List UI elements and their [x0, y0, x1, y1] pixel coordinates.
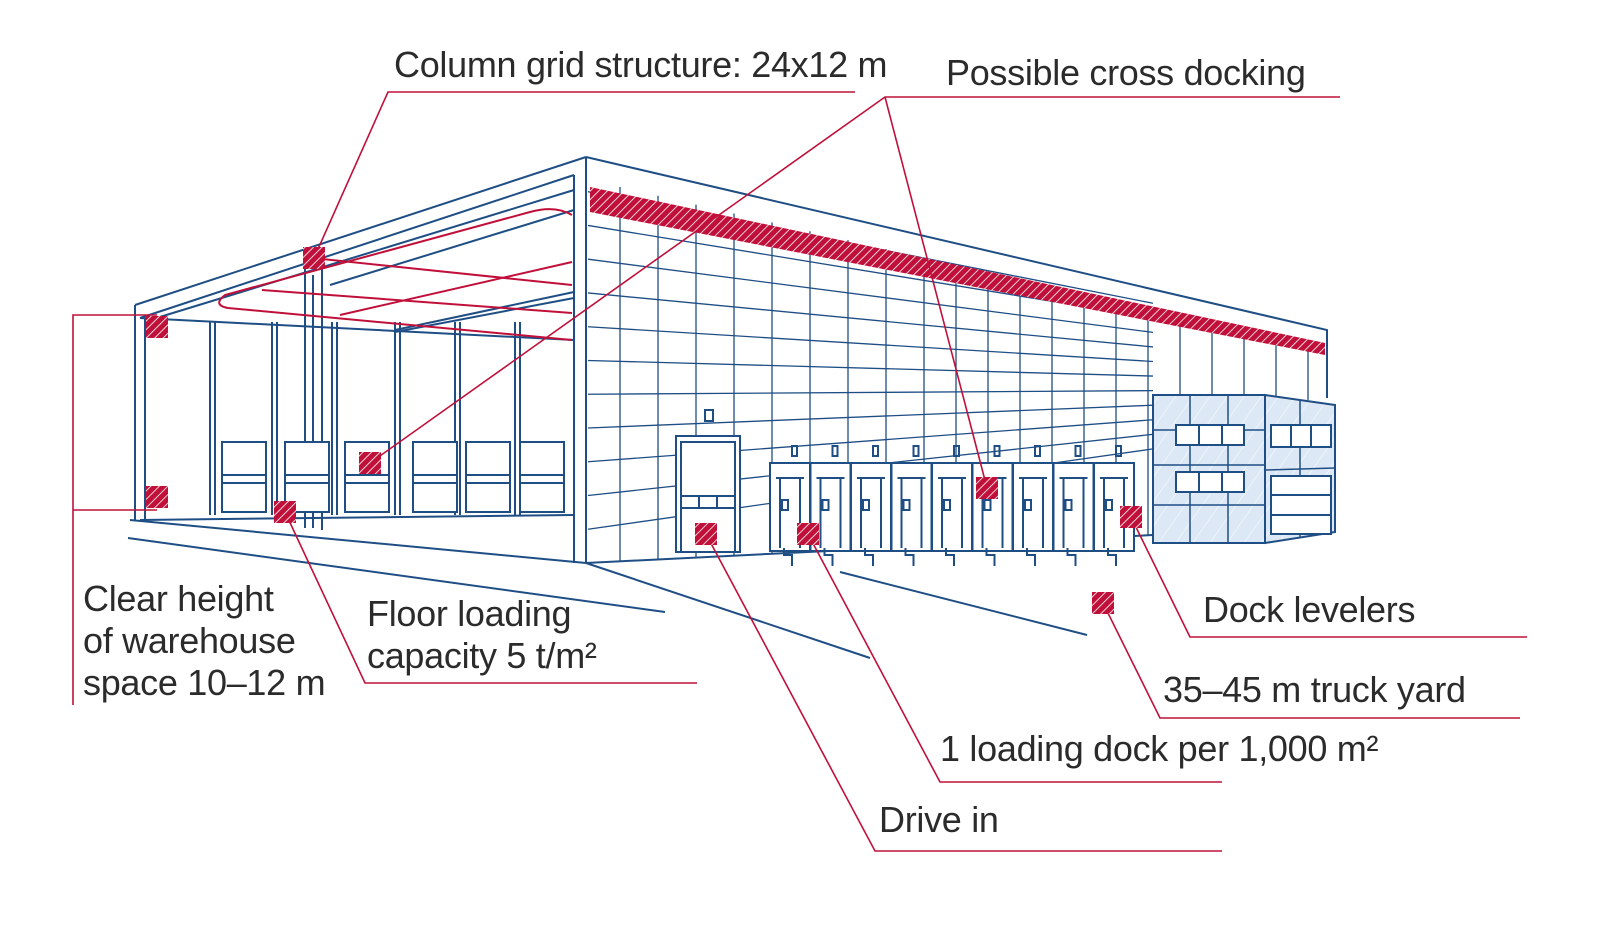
- dock-leveler: [1026, 548, 1036, 566]
- dock-sign: [1024, 499, 1032, 511]
- dock-sign: [821, 499, 830, 511]
- wall-panel-line: [587, 292, 1154, 348]
- label-line: Floor loading: [367, 593, 572, 634]
- dock-light: [791, 445, 798, 457]
- dock-shelter: [890, 462, 933, 552]
- dock-leveler: [823, 548, 834, 566]
- label-line: space 10–12 m: [83, 662, 326, 703]
- dock-shelter: [1052, 462, 1095, 552]
- label-clear-height: Clear height of warehouse space 10–12 m: [83, 578, 326, 704]
- canopy-dock-door: [519, 441, 565, 513]
- dock-leveler: [1066, 548, 1077, 566]
- label-line: of warehouse: [83, 620, 296, 661]
- label-line: Clear height: [83, 578, 274, 619]
- label-floor-loading: Floor loading capacity 5 t/m²: [367, 593, 597, 677]
- dock-leveler: [904, 548, 915, 566]
- dock-leveler: [1107, 548, 1117, 566]
- wall-panel-line: [587, 419, 1154, 463]
- dock-sign: [1064, 499, 1073, 511]
- roof-band: [590, 187, 1325, 355]
- dock-light: [831, 445, 839, 457]
- leader-lines: [72, 91, 1527, 852]
- label-loading-dock: 1 loading dock per 1,000 m²: [940, 728, 1379, 769]
- wall-panel-line: [587, 326, 1154, 363]
- wall-panel-line: [587, 359, 1154, 377]
- canopy-dock-door: [412, 441, 458, 513]
- ceiling-grid: [218, 208, 573, 341]
- label-drive-in: Drive in: [879, 799, 999, 840]
- dock-sign: [902, 499, 911, 511]
- building-structure: [127, 156, 1336, 659]
- hatched-marker: [146, 316, 168, 338]
- dock-light: [993, 445, 1001, 457]
- dock-leveler: [783, 548, 793, 566]
- hatched-marker: [797, 523, 819, 545]
- dock-sign: [781, 499, 789, 511]
- hatched-marker: [146, 486, 168, 508]
- label-cross-docking: Possible cross docking: [946, 52, 1306, 93]
- canopy-dock-door: [221, 441, 267, 513]
- hatched-marker: [695, 523, 717, 545]
- feature-markers: [146, 247, 1142, 614]
- dock-light: [872, 445, 879, 457]
- dock-light: [1074, 445, 1082, 457]
- dock-shelter: [931, 462, 973, 552]
- dock-shelter: [1012, 462, 1054, 552]
- dock-sign: [862, 499, 870, 511]
- dock-leveler: [985, 548, 996, 566]
- wall-panel-line: [587, 404, 1154, 429]
- hatched-marker: [274, 501, 296, 523]
- hatched-marker: [303, 247, 325, 269]
- dock-light: [912, 445, 920, 457]
- hatched-marker: [359, 452, 381, 474]
- dock-shelter: [971, 462, 1014, 552]
- label-column-grid: Column grid structure: 24x12 m: [394, 44, 888, 85]
- dock-sign: [983, 499, 992, 511]
- dock-sign: [943, 499, 951, 511]
- canopy-dock-door: [465, 441, 511, 513]
- canopy-dock-door: [284, 441, 330, 513]
- dock-light: [953, 445, 960, 457]
- dock-sign: [1105, 499, 1113, 511]
- hatched-marker: [976, 477, 998, 499]
- dock-shelter: [850, 462, 892, 552]
- wall-panel-line: [587, 389, 1154, 395]
- dock-light: [1034, 445, 1041, 457]
- label-line: capacity 5 t/m²: [367, 635, 597, 676]
- dock-leveler: [945, 548, 955, 566]
- label-dock-levelers: Dock levelers: [1203, 589, 1416, 630]
- hatched-marker: [1092, 592, 1114, 614]
- dock-leveler: [864, 548, 874, 566]
- dock-light: [1115, 445, 1122, 457]
- label-truck-yard: 35–45 m truck yard: [1163, 669, 1466, 710]
- hatched-marker: [1120, 506, 1142, 528]
- wall-panel-line: [587, 258, 1154, 334]
